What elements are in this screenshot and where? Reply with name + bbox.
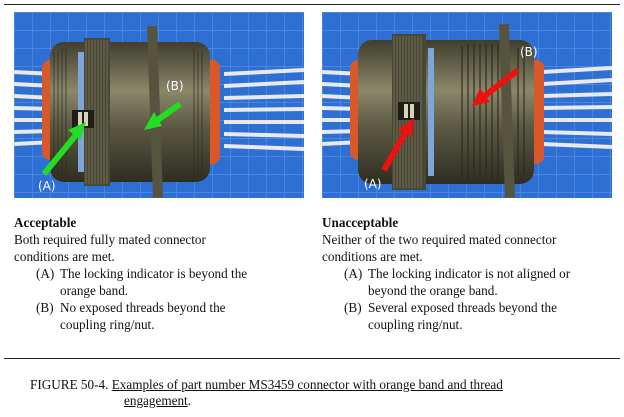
arrow-b-green bbox=[144, 101, 182, 130]
acceptable-description: Acceptable Both required fully mated con… bbox=[14, 214, 304, 333]
unacceptable-item-b-cont: coupling ring/nut. bbox=[322, 316, 618, 333]
photo-label-a: (A) bbox=[364, 177, 382, 191]
item-marker: (B) bbox=[344, 300, 362, 315]
figure-number: FIGURE 50-4. bbox=[30, 377, 109, 392]
caption-line1: FIGURE 50-4. Examples of part number MS3… bbox=[30, 377, 610, 393]
item-indent bbox=[36, 316, 60, 333]
acceptable-item-a: (A) The locking indicator is beyond the bbox=[14, 265, 304, 282]
item-marker: (B) bbox=[36, 300, 54, 315]
photo-label-b: (B) bbox=[166, 79, 184, 93]
acceptable-item-a-cont: orange band. bbox=[14, 282, 304, 299]
item-marker: (A) bbox=[344, 266, 363, 281]
item-text: coupling ring/nut. bbox=[368, 317, 463, 332]
acceptable-item-b-cont: coupling ring/nut. bbox=[14, 316, 304, 333]
item-text: The locking indicator is beyond the bbox=[60, 266, 248, 281]
caption-text-line2: engagement bbox=[124, 393, 188, 408]
photo-label-a: (A) bbox=[38, 179, 56, 193]
unacceptable-intro-line2: conditions are met. bbox=[322, 249, 423, 264]
caption-period: . bbox=[187, 393, 192, 408]
caption-line2: engagement. bbox=[30, 393, 610, 409]
item-text: The locking indicator is not aligned or bbox=[368, 266, 571, 281]
unacceptable-description: Unacceptable Neither of the two required… bbox=[322, 214, 618, 333]
acceptable-heading: Acceptable bbox=[14, 215, 77, 230]
unacceptable-item-a: (A) The locking indicator is not aligned… bbox=[322, 265, 618, 282]
acceptable-intro-line2: conditions are met. bbox=[14, 249, 115, 264]
arrow-a-red bbox=[381, 118, 414, 172]
item-indent bbox=[344, 282, 368, 299]
unacceptable-connector-photo: (A) (B) bbox=[322, 12, 612, 198]
item-marker: (A) bbox=[36, 266, 55, 281]
item-text: Several exposed threads beyond the bbox=[368, 300, 557, 315]
acceptable-intro-line1: Both required fully mated connector bbox=[14, 232, 206, 247]
unacceptable-heading: Unacceptable bbox=[322, 215, 399, 230]
acceptable-connector-photo: (A) (B) bbox=[14, 12, 304, 198]
figure-caption: FIGURE 50-4. Examples of part number MS3… bbox=[30, 377, 610, 409]
caption-text-line1: Examples of part number MS3459 connector… bbox=[111, 377, 503, 392]
unacceptable-item-a-cont: beyond the orange band. bbox=[322, 282, 618, 299]
item-text: orange band. bbox=[60, 283, 129, 298]
top-rule bbox=[4, 4, 620, 5]
arrow-b-red bbox=[472, 67, 520, 106]
arrow-a-green bbox=[41, 122, 86, 176]
item-indent bbox=[344, 316, 368, 333]
item-indent bbox=[36, 282, 60, 299]
photo-label-b: (B) bbox=[520, 45, 538, 59]
bottom-rule bbox=[4, 358, 620, 359]
item-text: No exposed threads beyond the bbox=[60, 300, 226, 315]
unacceptable-item-b: (B) Several exposed threads beyond the bbox=[322, 299, 618, 316]
acceptable-item-b: (B) No exposed threads beyond the bbox=[14, 299, 304, 316]
item-text: coupling ring/nut. bbox=[60, 317, 155, 332]
unacceptable-intro-line1: Neither of the two required mated connec… bbox=[322, 232, 557, 247]
item-text: beyond the orange band. bbox=[368, 283, 498, 298]
